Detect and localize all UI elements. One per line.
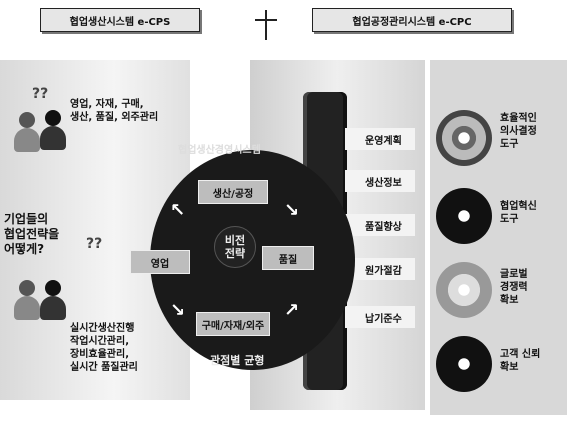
node-quality: 품질 — [262, 246, 314, 270]
cycle-arrow-icon: ↖ — [170, 200, 185, 221]
cycle-arrow-icon: ↘ — [170, 300, 185, 321]
title-e-cps: 협업생산시스템 e-CPS — [40, 8, 200, 32]
business-functions: 영업, 자재, 구매, 생산, 품질, 외주관리 — [70, 98, 158, 124]
person-icon — [40, 280, 66, 320]
node-purchasing: 구매/자재/외주 — [196, 312, 270, 336]
node-sales: 영업 — [130, 250, 190, 274]
title-e-cpc: 협업공정관리시스템 e-CPC — [312, 8, 512, 32]
gear-icon — [436, 188, 492, 244]
gear-icon — [436, 336, 492, 392]
gear-icon — [436, 262, 492, 318]
question-mark-icon: ?? — [32, 86, 48, 102]
question-mark-icon: ?? — [86, 236, 102, 252]
person-icon — [14, 112, 40, 152]
circle-header: 협업생산경영시스템 — [178, 144, 261, 157]
outcome-item: 효율적인 의사결정 도구 — [500, 112, 537, 151]
strategy-question: 기업들의 협업전략을 어떻게? — [4, 212, 59, 257]
person-icon — [14, 280, 40, 320]
outcome-item: 글로벌 경쟁력 확보 — [500, 268, 528, 307]
outcome-item: 협업혁신 도구 — [500, 200, 537, 226]
vision-strategy: 비전 전략 — [214, 226, 256, 268]
cycle-arrow-icon: ↘ — [284, 200, 299, 221]
mid-item: 원가절감 — [345, 258, 415, 280]
gear-icon — [436, 110, 492, 166]
mid-item: 품질향상 — [345, 214, 415, 236]
plus-icon — [253, 6, 279, 42]
mid-item: 생산정보 — [345, 170, 415, 192]
mid-item: 납기준수 — [345, 306, 415, 328]
mid-item: 운영계획 — [345, 128, 415, 150]
realtime-management: 실시간생산진행 작업시간관리, 장비효율관리, 실시간 품질관리 — [70, 322, 138, 374]
outcome-item: 고객 신뢰 확보 — [500, 348, 540, 374]
node-production: 생산/공정 — [198, 180, 268, 204]
balance-label: 관점별 균형 — [210, 352, 264, 368]
cycle-arrow-icon: ↗ — [284, 300, 299, 321]
person-icon — [40, 110, 66, 150]
